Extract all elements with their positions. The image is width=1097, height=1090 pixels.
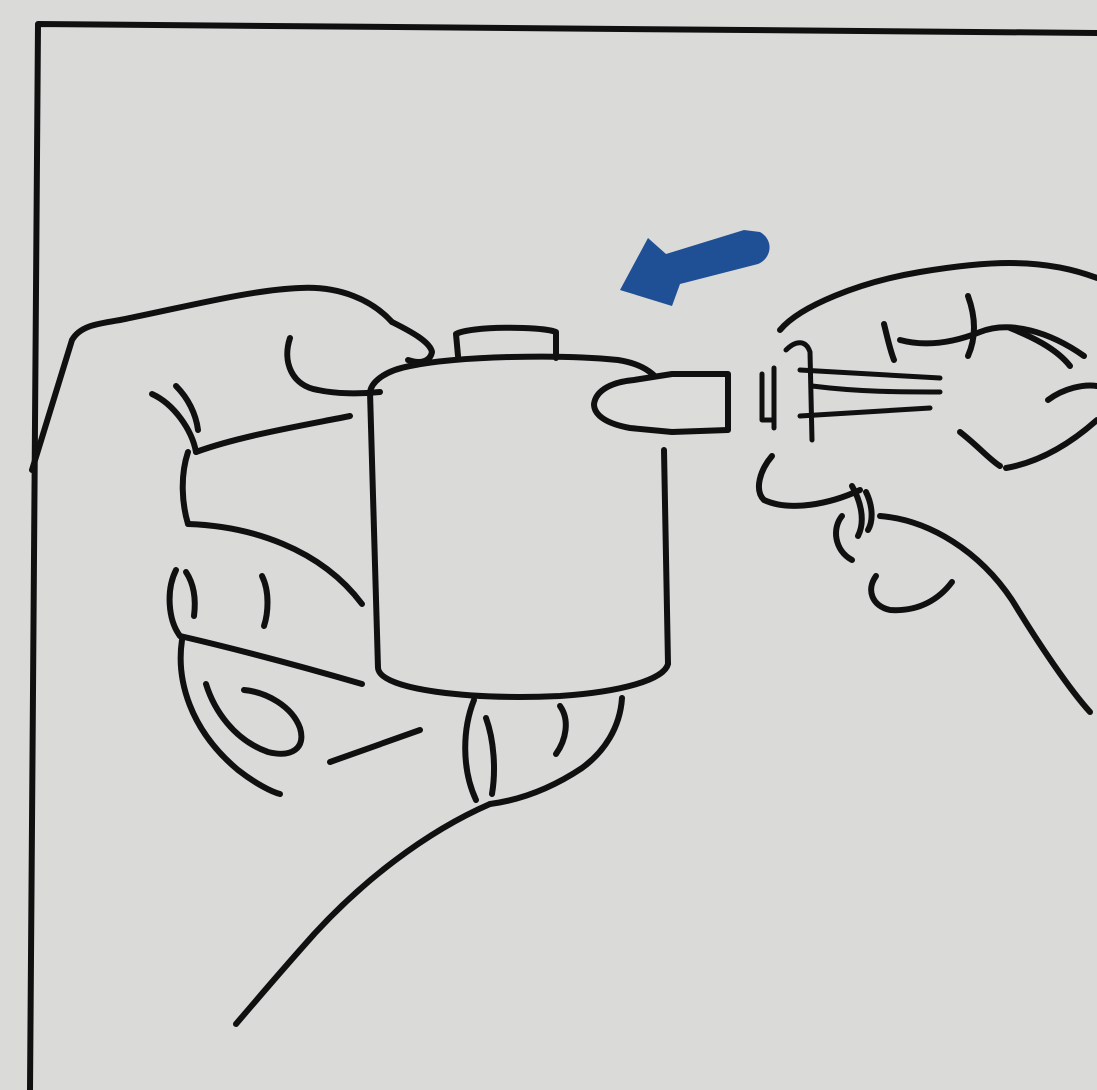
nozzle-tip: [594, 374, 728, 432]
right-hand: [759, 263, 1097, 712]
direction-arrow-icon: [620, 230, 770, 306]
frame-border: [30, 24, 1097, 1090]
medicine-bottle: [236, 328, 668, 1024]
